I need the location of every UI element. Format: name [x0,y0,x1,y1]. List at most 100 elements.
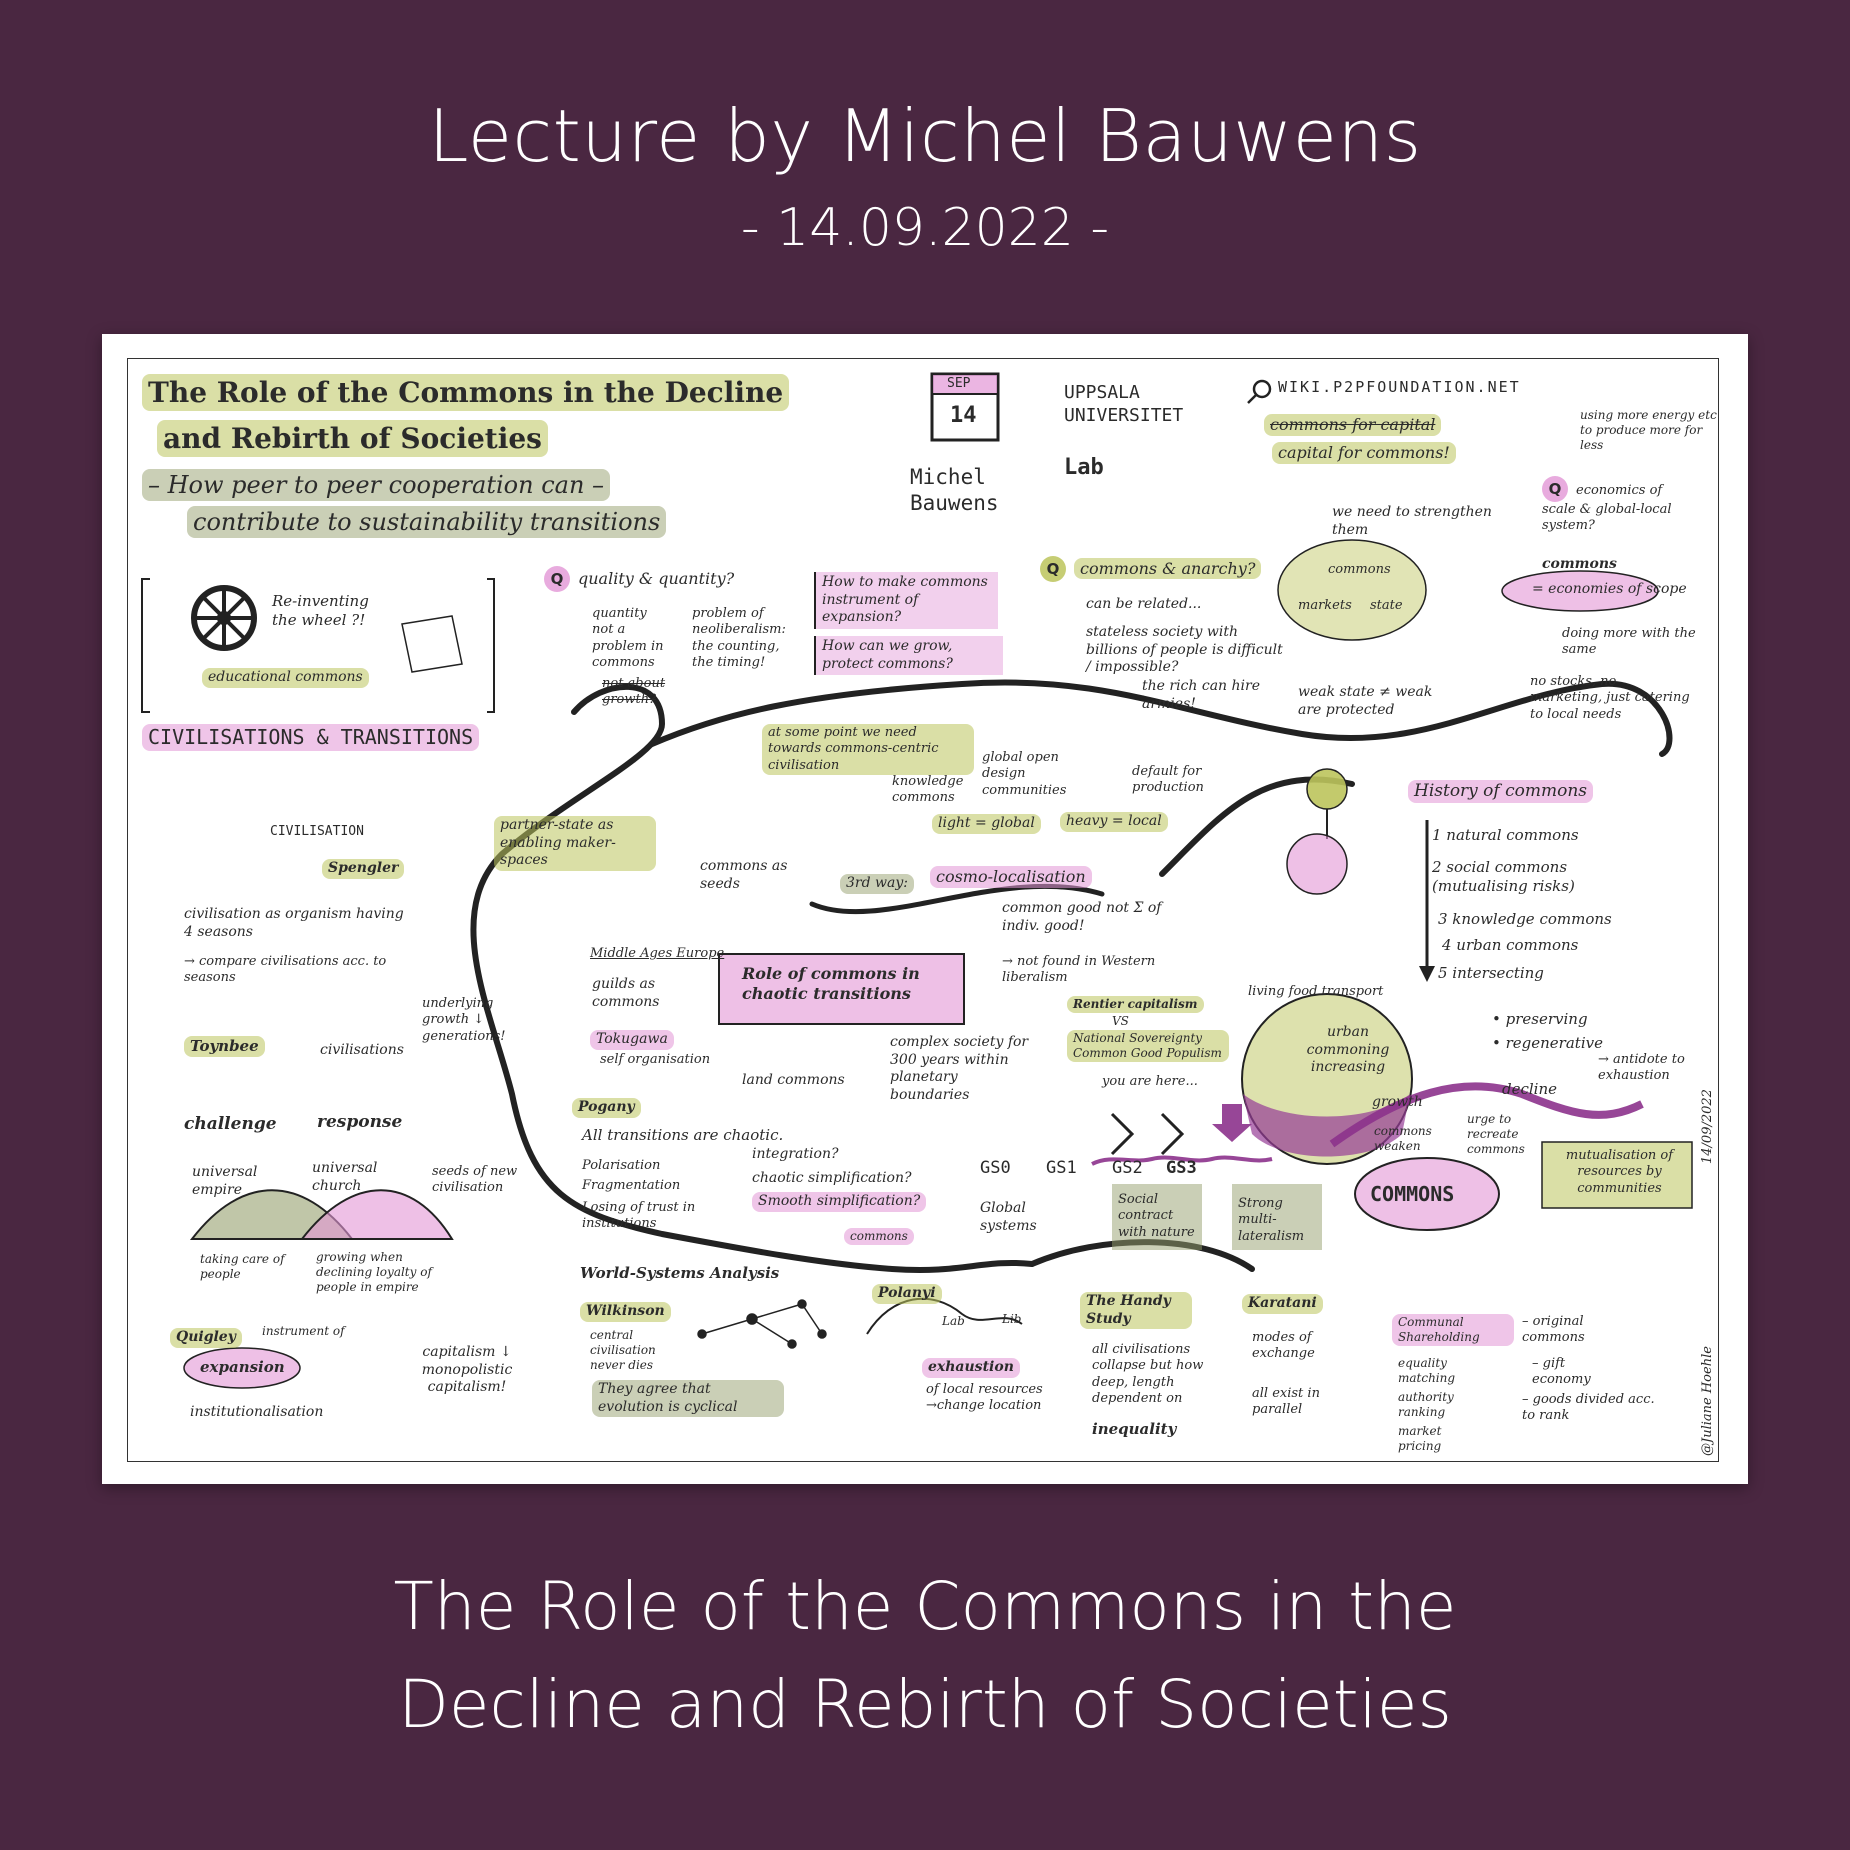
original-commons: – original commons [1522,1314,1585,1346]
history-item: 1 natural commons [1432,826,1579,844]
tree-icon [1306,768,1348,810]
q-quality-text: quality & quantity? [578,569,735,588]
reinventing-wheel: Re-inventing the wheel ?! [272,592,369,629]
q-anarchy-text: commons & anarchy? [1074,558,1262,579]
default-production: default for production [1132,764,1204,796]
challenge: challenge [184,1114,277,1134]
lab-name: Lab [1064,455,1104,480]
taking-care: taking care of people [200,1252,285,1281]
integration: integration? [752,1146,839,1162]
commons-small: commons [844,1228,914,1245]
lib-label: Lib [1002,1312,1022,1326]
bracket-right [487,578,495,713]
lecture-title: Lecture by Michel Bauwens [428,94,1422,178]
karatani: Karatani [1242,1294,1323,1314]
universal-empire: universal empire [192,1164,258,1198]
role-box [718,953,965,1025]
common-good: common good not Σ of indiv. good! [1002,900,1162,934]
network-diagram [697,1299,827,1349]
gs-label: GS2 [1112,1158,1143,1178]
third-way: 3rd way: [840,874,914,894]
antidote: → antidote to exhaustion [1598,1052,1685,1084]
chaotic-simplification: chaotic simplification? [752,1170,912,1186]
gs-arrows [1110,1112,1185,1156]
question-icon: Q [544,566,570,592]
smooth-simplification: Smooth simplification? [752,1192,927,1212]
partner-state: partner-state as enabling maker-spaces [494,816,656,871]
speaker-name: Michel Bauwens [910,465,999,516]
knowledge-commons-top: knowledge commons [892,774,964,806]
wilkinson: Wilkinson [580,1302,671,1322]
communal-shareholding: Communal Shareholding [1392,1314,1514,1346]
market-pricing: market pricing [1398,1424,1442,1453]
growth-decline-wave [1329,1082,1644,1148]
urban-commoning: urban commoning increasing [1306,1024,1390,1075]
commons-big-ellipse [1354,1157,1500,1231]
calendar-day: 14 [950,403,977,428]
gs-label: GS0 [980,1158,1011,1178]
response: response [317,1112,403,1132]
weak-state: weak state ≠ weak are protected [1298,684,1433,718]
civilisation-label: CIVILISATION [270,824,364,839]
sketch-title-line1: The Role of the Commons in the Decline [142,374,790,411]
global-open-design: global open design communities [982,750,1067,798]
heavy-local: heavy = local [1060,812,1168,832]
living-food-transport: living food transport [1248,984,1384,999]
gs-label: GS3 [1166,1158,1197,1178]
using-more-energy: using more energy etc to produce more fo… [1580,408,1717,452]
community-icon [1286,833,1348,895]
footer-title-line2: Decline and Rebirth of Societies [398,1666,1452,1743]
handy-study: The Handy Study [1080,1292,1192,1329]
civilisation-organism: civilisation as organism having 4 season… [184,906,404,940]
civilisations-label: civilisations [320,1042,404,1058]
national-sovereignty: National Sovereignty Common Good Populis… [1067,1030,1229,1062]
rentier-capitalism: Rentier capitalism [1067,996,1204,1013]
not-western-liberalism: → not found in Western liberalism [1002,954,1156,986]
decline-label: decline [1502,1080,1558,1098]
footer-title-line1: The Role of the Commons in the [393,1568,1457,1645]
exhaustion: exhaustion [922,1358,1020,1378]
expansion-ellipse [183,1347,301,1389]
no-stocks: no stocks, no marketing, just catering t… [1530,674,1690,722]
sketch-subtitle-line2: contribute to sustainability transitions [187,506,667,538]
commons-as-seeds: commons as seeds [700,858,788,892]
commons-for-capital: commons for capital [1264,414,1442,436]
capitalism: capitalism ↓ monopolistic capitalism! [421,1344,513,1395]
author-credit: @Juliane Hoehle [1700,1346,1715,1456]
question-icon: Q [1542,476,1568,502]
polarisation: Polarisation [582,1158,661,1173]
not-about-growth: not about growth? [602,676,666,708]
land-commons: land commons [742,1072,845,1088]
flow-path [470,683,1035,1274]
quantity-problem: quantity not a problem in commons [592,606,664,670]
instrument-of: instrument of [262,1324,345,1338]
doing-more: doing more with the same [1562,626,1696,658]
calendar-month: SEP [947,376,971,391]
neoliberalism-problem: problem of neoliberalism: the counting, … [692,606,786,670]
history-item: 2 social commons (mutualising risks) [1432,858,1575,895]
lab-label: Lab [942,1314,965,1328]
losing-trust: Losing of trust in institutions [582,1200,696,1232]
scope-pill [1501,570,1659,612]
mutualisation: mutualisation of resources by communitie… [1565,1148,1674,1196]
wiki-link: WIKI.P2PFOUNDATION.NET [1278,378,1521,396]
regenerative: • regenerative [1492,1034,1603,1052]
fragmentation: Fragmentation [582,1178,681,1193]
global-systems: Global systems [980,1200,1037,1234]
polanyi-curve [866,1297,1023,1335]
economies-of-scope: = economies of scope [1532,581,1687,597]
role-chaotic-transitions: Role of commons in chaotic transitions [742,964,920,1003]
sketch-subtitle-line1: – How peer to peer cooperation can – [142,469,611,501]
university-name: UPPSALA UNIVERSITET [1064,382,1184,426]
authority-ranking: authority ranking [1398,1390,1454,1419]
all-civ-collapse: all civilisations collapse but how deep,… [1092,1342,1204,1406]
q-economics-text: economics of scale & global-local system… [1542,483,1672,534]
commons-heading: commons [1542,556,1617,572]
question-icon: Q [1040,556,1066,582]
history-item: 3 knowledge commons [1438,910,1612,928]
pogany: Pogany [572,1098,641,1118]
vertical-date: 14/09/2022 [1700,1089,1715,1164]
